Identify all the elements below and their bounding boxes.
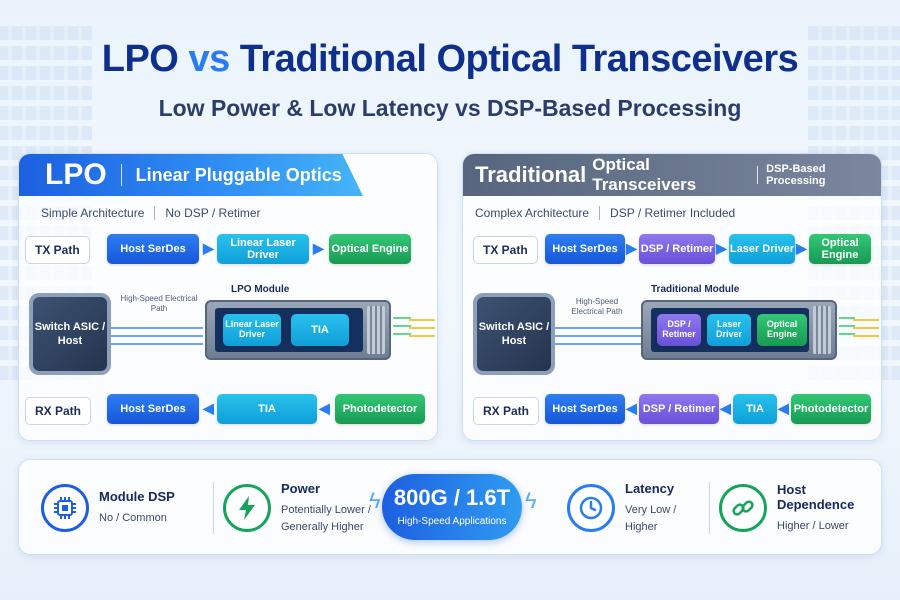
lpo-arch-left: Simple Architecture — [41, 206, 145, 220]
arrow-left-icon: ◀ — [203, 400, 214, 416]
metric-value: Very Low / Higher — [625, 504, 677, 533]
metric-title: Module DSP — [99, 489, 175, 505]
speed-value: 800G / 1.6T — [393, 485, 511, 510]
lpo-rx-label: RX Path — [25, 397, 92, 425]
metric-title: Power — [281, 481, 321, 496]
traditional-module-optical-engine: Optical Engine — [757, 314, 807, 346]
arrow-right-icon: ▶ — [796, 240, 807, 256]
lpo-switch-asic: Switch ASIC / Host — [33, 297, 107, 371]
lpo-module-tia: TIA — [291, 314, 349, 346]
lpo-rx-photodetector: Photodetector — [335, 394, 425, 424]
lpo-panel: LPO Linear Pluggable Optics Simple Archi… — [18, 153, 438, 441]
metric-divider — [213, 482, 214, 534]
traditional-module-laser-driver: Laser Driver — [707, 314, 751, 346]
traditional-module: DSP / Retimer Laser Driver Optical Engin… — [641, 300, 837, 360]
lpo-module-label: LPO Module — [231, 284, 290, 295]
banner-divider — [757, 166, 759, 184]
chip-icon — [41, 484, 89, 532]
title-lpo: LPO — [101, 38, 179, 80]
lpo-tx-host-serdes: Host SerDes — [107, 234, 199, 264]
traditional-tx-dsp-retimer: DSP / Retimer — [639, 234, 715, 264]
lpo-tx-linear-laser-driver: Linear Laser Driver — [217, 234, 309, 264]
lpo-architecture: Simple Architecture No DSP / Retimer — [41, 206, 261, 220]
page-subtitle: Low Power & Low Latency vs DSP-Based Pro… — [158, 95, 742, 121]
lpo-rx-tia: TIA — [217, 394, 317, 424]
metric-latency: Latency Very Low / Higher — [567, 460, 707, 556]
metric-value: No / Common — [99, 512, 167, 525]
title-traditional: Traditional Optical Transceivers — [239, 38, 799, 80]
traditional-tx-optical-engine: Optical Engine — [809, 234, 871, 264]
traditional-banner-short: Traditional — [475, 162, 587, 187]
module-heat-fins — [367, 306, 385, 354]
lpo-rx-host-serdes: Host SerDes — [107, 394, 199, 424]
traditional-rx-dsp-retimer: DSP / Retimer — [639, 394, 719, 424]
traditional-tx-host-serdes: Host SerDes — [545, 234, 625, 264]
arrow-left-icon: ◀ — [720, 400, 731, 416]
traditional-electrical-path-label: High-Speed Electrical Path — [571, 297, 623, 316]
arrow-right-icon: ▶ — [203, 240, 214, 256]
traditional-switch-asic: Switch ASIC / Host — [477, 297, 551, 371]
traditional-tx-laser-driver: Laser Driver — [729, 234, 795, 264]
electrical-signal-lines — [555, 324, 641, 350]
lpo-module: Linear Laser Driver TIA — [205, 300, 391, 360]
bolt-decoration-icon: ϟ — [525, 488, 537, 513]
metric-power: Power Potentially Lower / Generally High… — [223, 460, 375, 556]
module-heat-fins — [813, 306, 831, 354]
speed-badge: 800G / 1.6T High-Speed Applications — [382, 474, 522, 540]
metric-value: Higher / Lower — [777, 519, 849, 532]
arch-divider — [599, 206, 601, 220]
arch-divider — [154, 206, 156, 220]
clock-icon — [567, 484, 615, 532]
traditional-panel: Traditional Optical Transceivers DSP-Bas… — [462, 153, 882, 441]
bolt-decoration-icon: ϟ — [369, 488, 381, 513]
lpo-electrical-path-label: High-Speed Electrical Path — [120, 294, 198, 313]
metric-title: Host Dependence — [777, 481, 855, 512]
lpo-banner: LPO Linear Pluggable Optics — [19, 154, 363, 196]
arrow-right-icon: ▶ — [626, 240, 637, 256]
traditional-rx-label: RX Path — [473, 397, 540, 425]
traditional-module-label: Traditional Module — [651, 284, 740, 295]
lpo-tx-optical-engine: Optical Engine — [329, 234, 411, 264]
arrow-left-icon: ◀ — [626, 400, 637, 416]
traditional-architecture: Complex Architecture DSP / Retimer Inclu… — [475, 206, 735, 220]
arrow-right-icon: ▶ — [313, 240, 324, 256]
arrow-right-icon: ▶ — [716, 240, 727, 256]
title-vs: vs — [188, 38, 230, 80]
metric-divider — [709, 482, 710, 534]
metric-value: Potentially Lower / Generally Higher — [281, 504, 371, 533]
optical-output-yellow — [409, 316, 435, 342]
optical-output-green — [393, 314, 411, 340]
traditional-banner-tag: DSP-Based Processing — [766, 163, 826, 187]
traditional-rx-host-serdes: Host SerDes — [545, 394, 625, 424]
speed-caption: High-Speed Applications — [397, 516, 507, 527]
lpo-arch-right: No DSP / Retimer — [165, 206, 261, 220]
lightning-icon — [223, 484, 271, 532]
arrow-left-icon: ◀ — [778, 400, 789, 416]
lpo-module-linear-laser-driver: Linear Laser Driver — [223, 314, 281, 346]
traditional-rx-tia: TIA — [733, 394, 777, 424]
arrow-left-icon: ◀ — [319, 400, 330, 416]
banner-divider — [120, 164, 122, 186]
traditional-arch-right: DSP / Retimer Included — [610, 206, 736, 220]
traditional-rx-photodetector: Photodetector — [791, 394, 871, 424]
traditional-banner: Traditional Optical Transceivers DSP-Bas… — [463, 154, 881, 196]
electrical-signal-lines — [111, 324, 203, 350]
page-title: LPO vs Traditional Optical Transceivers — [0, 38, 900, 81]
metric-module-dsp: Module DSP No / Common — [41, 460, 175, 556]
traditional-module-dsp-retimer: DSP / Retimer — [657, 314, 701, 346]
comparison-metrics-bar: Module DSP No / Common Power Potentially… — [18, 459, 882, 555]
traditional-tx-label: TX Path — [473, 236, 538, 264]
traditional-banner-full: Optical Transceivers — [592, 155, 697, 194]
lpo-tx-label: TX Path — [25, 236, 90, 264]
metric-host-dependence: Host Dependence Higher / Lower — [719, 460, 881, 556]
metric-title: Latency — [625, 481, 675, 496]
optical-output-green — [839, 314, 855, 340]
link-icon — [719, 484, 767, 532]
lpo-banner-full: Linear Pluggable Optics — [135, 164, 342, 185]
optical-output-yellow — [853, 316, 879, 342]
traditional-arch-left: Complex Architecture — [475, 206, 590, 220]
lpo-banner-short: LPO — [45, 158, 107, 191]
